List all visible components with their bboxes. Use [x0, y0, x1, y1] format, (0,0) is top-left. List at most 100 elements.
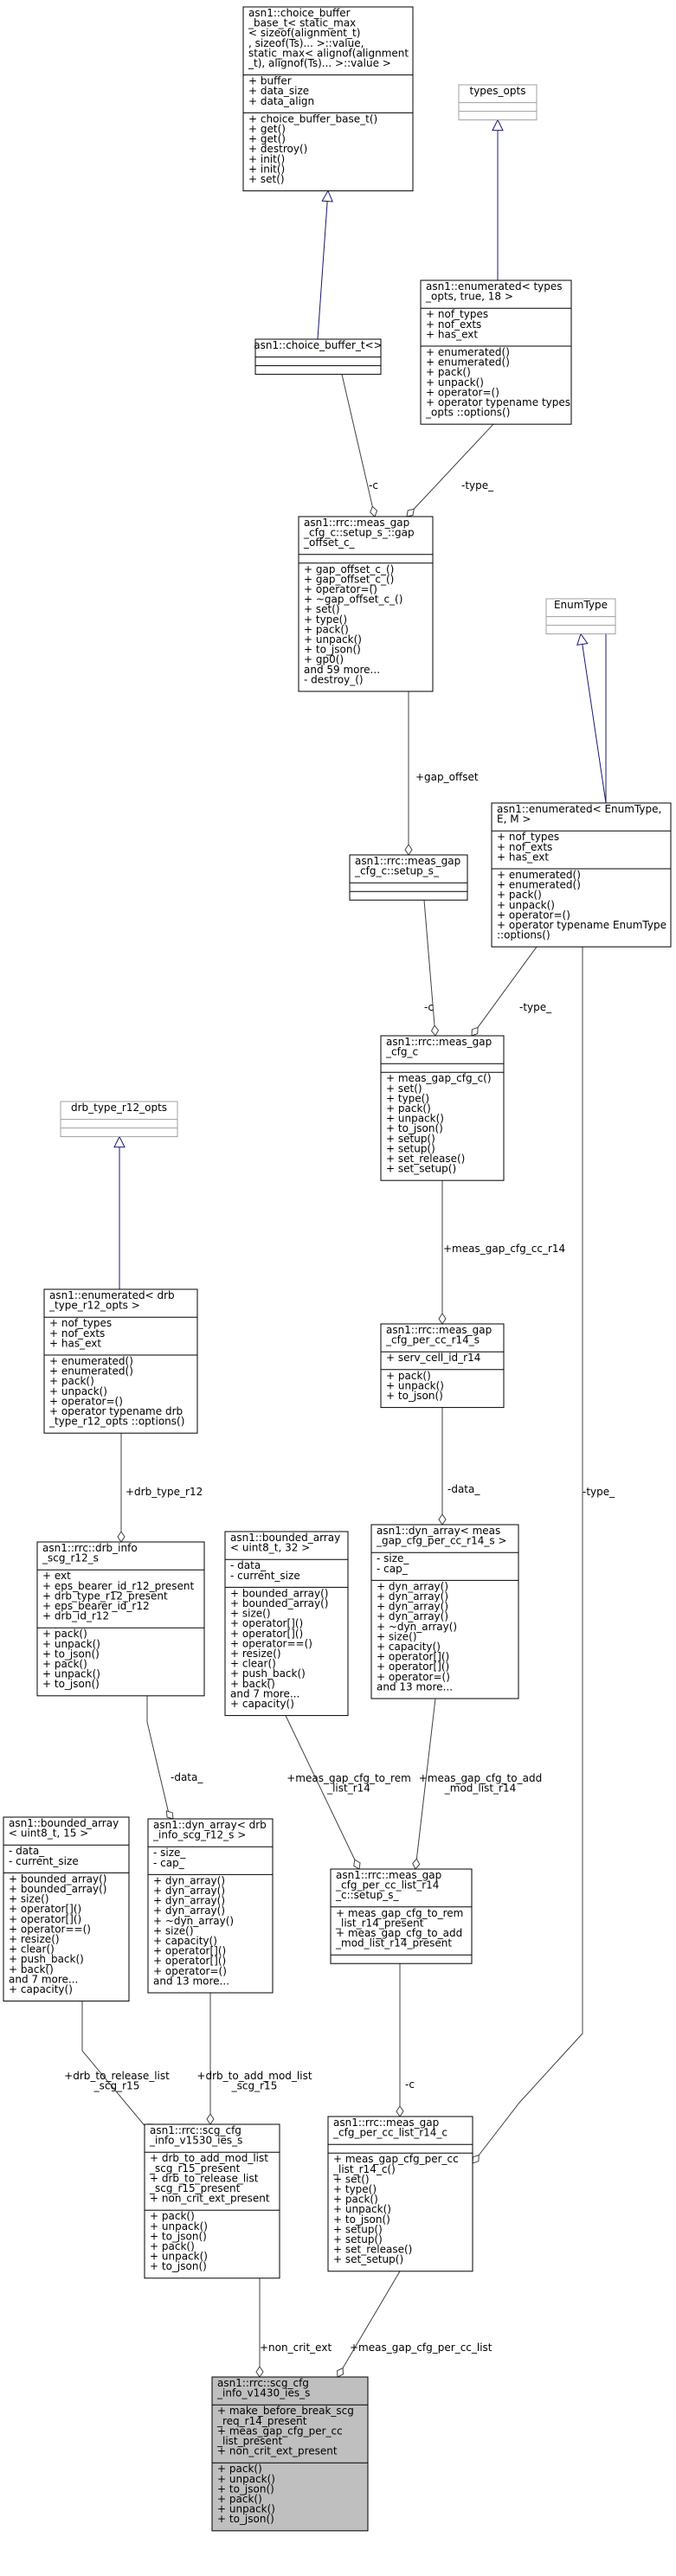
class-operation: + operator typename EnumType [497, 919, 666, 931]
class-operation: + capacity() [377, 1641, 441, 1653]
class-box-frame [330, 1868, 473, 1964]
class-operation: + to_json() [386, 1390, 443, 1402]
composition-diamond [406, 508, 415, 517]
inheritance-edge [492, 119, 504, 280]
class-attribute: + serv_cell_id_r14 [386, 1352, 480, 1364]
class-attribute: + nof_exts [426, 318, 481, 331]
class-operation: + choice_buffer_base_t() [248, 112, 377, 125]
class-attribute: + meas_gap_cfg_per_cc [217, 2425, 343, 2437]
edge-label: +drb_to_release_list [64, 2070, 170, 2082]
class-operation: + type() [304, 613, 347, 626]
edge-line [582, 599, 607, 804]
class-attribute: + nof_types [49, 1317, 112, 1329]
inheritance-edge [576, 599, 607, 804]
class-title-line: _opts, true, 18 > [425, 291, 513, 303]
composition-edge: +drb_to_add_mod_list_scg_r15 [196, 1993, 312, 2125]
class-drb-info-scg-r12-s[interactable]: asn1::rrc::drb_info_scg_r12_s+ ext+ eps_… [36, 1541, 205, 1697]
class-title-line: asn1::rrc::scg_cfg [217, 2377, 309, 2389]
class-bounded-array-15[interactable]: asn1::bounded_array< uint8_t, 15 >- data… [3, 1816, 130, 2002]
class-title-line: asn1::rrc::drb_info [42, 1542, 138, 1554]
class-operation: + clear() [230, 1658, 276, 1670]
class-operation: + operator[]() [230, 1628, 303, 1640]
class-operation: + gap_offset_c_() [304, 563, 394, 575]
class-meas-gap-cfg-c[interactable]: asn1::rrc::meas_gap_cfg_c+ meas_gap_cfg_… [380, 1035, 505, 1181]
class-operation: and 59 more... [304, 664, 380, 676]
edge-line [81, 2001, 148, 2130]
class-meas-gap-cfg-per-cc-list-setup-s[interactable]: asn1::rrc::meas_gap_cfg_per_cc_list_r14_… [330, 1868, 473, 1964]
class-operation: + to_json() [42, 1678, 100, 1690]
class-operation: _opts ::options() [425, 407, 510, 419]
class-operation: + pack() [150, 2210, 195, 2222]
class-meas-gap-cfg-setup-s[interactable]: asn1::rrc::meas_gap_cfg_c::setup_s_ [349, 854, 468, 901]
edge-line [415, 1698, 436, 1860]
class-title-line: asn1::enumerated< EnumType, [497, 803, 661, 815]
edge-line [146, 1695, 170, 1815]
class-attribute: + non_crit_ext_present [217, 2445, 338, 2457]
edge-label: +meas_gap_cfg_to_rem [286, 1772, 411, 1784]
class-operation: + operator[]() [377, 1661, 449, 1673]
class-dyn-array-drb-info-scg[interactable]: asn1::dyn_array< drb_info_scg_r12_s >- s… [147, 1818, 274, 1994]
class-operation: + setup() [333, 2233, 383, 2245]
class-title-line: asn1::bounded_array [9, 1817, 119, 1829]
class-title-line: asn1::rrc::meas_gap [386, 1036, 492, 1048]
composition-diamond [430, 1025, 440, 1037]
class-operation: + set_setup() [386, 1163, 456, 1175]
composition-diamond [370, 505, 378, 517]
class-title-line: _cfg_c::setup_s_::gap [303, 527, 415, 539]
class-enumtype[interactable]: EnumType [545, 598, 616, 635]
class-operation: + operator=() [426, 386, 499, 398]
class-box-frame [380, 1035, 505, 1181]
class-meas-gap-cfg-per-cc-list-r14-c[interactable]: asn1::rrc::meas_gap_cfg_per_cc_list_r14_… [327, 2116, 473, 2272]
class-scg-cfg-info-v1430-ies-s[interactable]: asn1::rrc::scg_cfg_info_v1430_ies_s+ mak… [211, 2376, 369, 2532]
class-title-line: _cfg_c [385, 1046, 418, 1058]
class-enumerated-types-opts[interactable]: asn1::enumerated< types_opts, true, 18 >… [420, 279, 572, 425]
class-operation: + size() [9, 1893, 49, 1905]
class-attribute: + nof_exts [497, 841, 552, 853]
class-operation: + set_release() [386, 1153, 465, 1165]
class-dyn-array-meas-gap-cfg-per-cc[interactable]: asn1::dyn_array< meas_gap_cfg_per_cc_r14… [370, 1524, 519, 1699]
class-operation: + pack() [217, 2463, 262, 2475]
class-attribute: _scg_r15_present [149, 2182, 241, 2194]
class-attribute: + nof_exts [49, 1327, 105, 1339]
class-operation: + dyn_array() [153, 1885, 225, 1897]
class-attribute: _mod_list_r14_present [335, 1937, 452, 1950]
class-operation: + ~dyn_array() [377, 1621, 457, 1633]
class-enumerated-enumtype[interactable]: asn1::enumerated< EnumType, E, M >+ nof_… [491, 802, 672, 948]
class-meas-gap-cfg-gap-offset-c[interactable]: asn1::rrc::meas_gap_cfg_c::setup_s_::gap… [298, 516, 434, 692]
class-title-line: asn1::rrc::meas_gap [304, 517, 409, 529]
class-title-line: asn1::dyn_array< drb [153, 1819, 267, 1831]
class-attribute: _list_present [216, 2435, 283, 2447]
class-drb-type-r12-opts[interactable]: drb_type_r12_opts [60, 1101, 178, 1138]
class-enumerated-drb-type-r12-opts[interactable]: asn1::enumerated< drb_type_r12_opts >+ n… [43, 1288, 198, 1434]
class-operation: + to_json() [217, 2483, 274, 2495]
class-meas-gap-cfg-per-cc-r14-s[interactable]: asn1::rrc::meas_gap_cfg_per_cc_r14_s+ se… [380, 1323, 505, 1409]
edge-label: -type_ [519, 1001, 552, 1013]
edge-label: -c [369, 479, 378, 491]
class-title-line: asn1::dyn_array< meas [377, 1525, 500, 1537]
class-operation: + set_setup() [333, 2253, 403, 2265]
class-operation: - destroy_() [304, 673, 364, 685]
class-box-frame [298, 516, 434, 692]
class-scg-cfg-info-v1530-ies-s[interactable]: asn1::rrc::scg_cfg_info_v1530_ies_s+ drb… [144, 2123, 280, 2279]
composition-diamond [471, 1026, 479, 1037]
class-bounded-array-32[interactable]: asn1::bounded_array< uint8_t, 32 >- data… [224, 1531, 349, 1717]
composition-edge: -c [341, 374, 378, 517]
class-attribute: - size_ [153, 1847, 186, 1859]
class-box-frame [224, 1531, 349, 1717]
class-operation: + clear() [9, 1943, 55, 1956]
class-operation: + to_json() [150, 2230, 207, 2242]
composition-edge: -c [396, 1963, 415, 2117]
class-operation: + to_json() [386, 1122, 443, 1134]
class-types-opts[interactable]: types_opts [458, 84, 538, 121]
class-operation: + back() [230, 1678, 275, 1690]
composition-diamond [337, 2367, 344, 2378]
edge-label: _scg_r15 [231, 2080, 278, 2092]
class-choice-buffer-t[interactable]: asn1::choice_buffer_t<> [254, 338, 383, 376]
class-choice-buffer-base-t[interactable]: asn1::choice_buffer_base_t< static_max< … [242, 6, 414, 192]
class-operation: + dyn_array() [377, 1601, 448, 1613]
class-box-frame [36, 1541, 205, 1697]
class-title-line: _gap_cfg_per_cc_r14_s > [376, 1535, 506, 1547]
class-title-line: < uint8_t, 32 > [230, 1542, 310, 1554]
class-title-line: asn1::choice_buffer [248, 7, 351, 19]
class-operation: + pack() [426, 366, 471, 378]
